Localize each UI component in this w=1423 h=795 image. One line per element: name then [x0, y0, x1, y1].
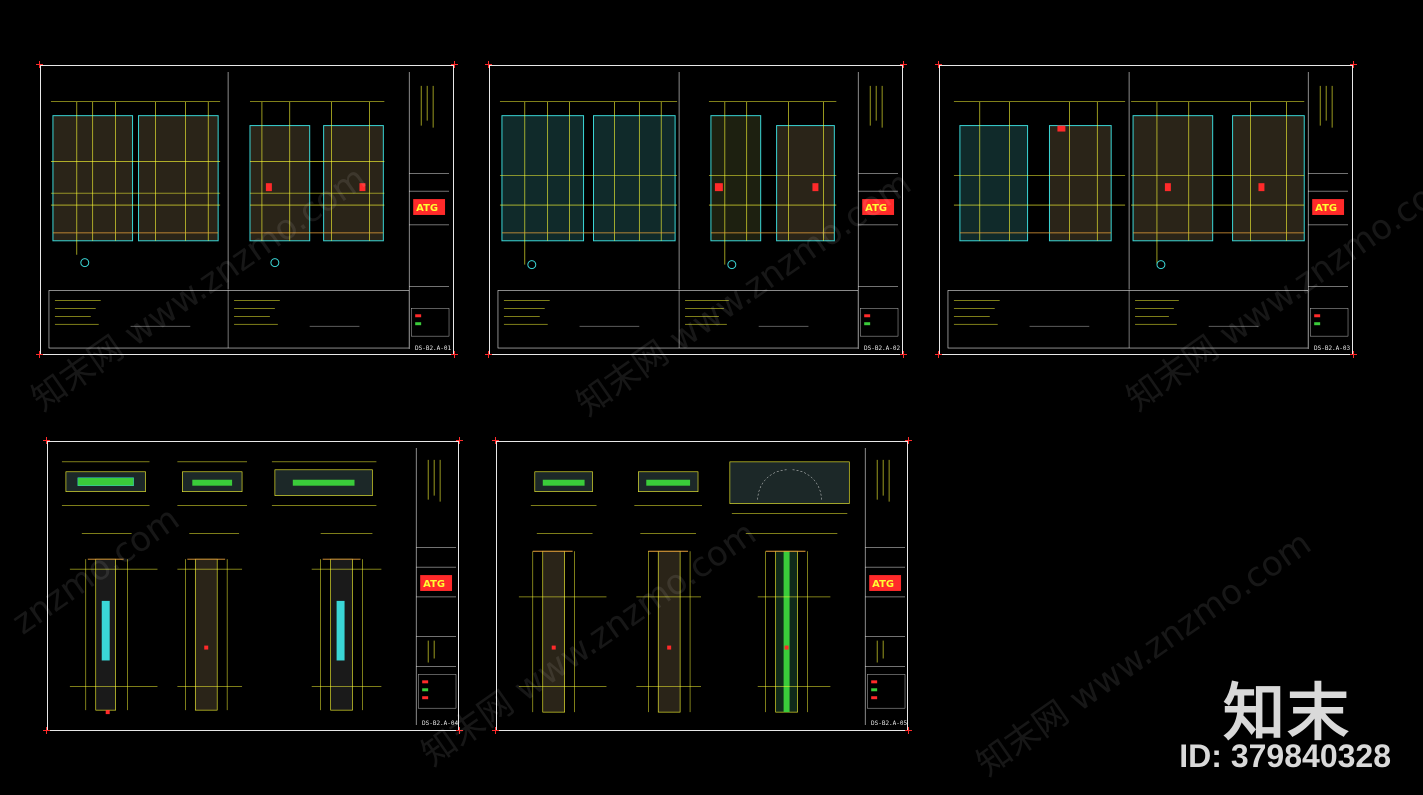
svg-text:ATG: ATG	[423, 579, 445, 590]
corner-marker	[451, 351, 458, 358]
sheet-drawing: ATG	[518, 447, 906, 726]
sheet-drawing: ATG	[61, 447, 457, 726]
corner-marker	[900, 351, 907, 358]
corner-marker	[935, 61, 942, 68]
corner-marker	[456, 727, 463, 734]
corner-marker	[935, 351, 942, 358]
svg-text:ATG: ATG	[872, 579, 894, 590]
corner-marker	[43, 727, 50, 734]
corner-marker	[1350, 351, 1357, 358]
corner-marker	[1350, 61, 1357, 68]
corner-marker	[905, 437, 912, 444]
sheet-drawing: ATG	[48, 71, 450, 350]
drawing-sheet[interactable]: ATG DS-B2.A-02	[489, 65, 903, 355]
drawing-sheet[interactable]: ATG DS-B2.A-01	[40, 65, 454, 355]
drawing-sheet[interactable]: ATG DS-B2.A-04	[47, 441, 459, 731]
sheet-number: DS-B2.A-01	[415, 345, 452, 352]
corner-marker	[485, 351, 492, 358]
corner-marker	[43, 437, 50, 444]
corner-marker	[492, 727, 499, 734]
image-id-label: ID: 379840328	[1179, 738, 1391, 774]
sheet-number: DS-B2.A-02	[864, 345, 901, 352]
corner-marker	[36, 61, 43, 68]
corner-marker	[451, 61, 458, 68]
sheet-number: DS-B2.A-05	[871, 720, 908, 727]
corner-marker	[456, 437, 463, 444]
corner-marker	[492, 437, 499, 444]
brand-logo: 知末	[1222, 676, 1351, 749]
sheet-drawing: ATG	[947, 71, 1349, 350]
sheet-drawing: ATG	[497, 71, 899, 350]
corner-marker	[36, 351, 43, 358]
drawing-sheet[interactable]: ATG DS-B2.A-03	[939, 65, 1353, 355]
corner-marker	[905, 727, 912, 734]
sheet-number: DS-B2.A-04	[422, 720, 459, 727]
svg-text:ATG: ATG	[416, 203, 438, 214]
sheet-number: DS-B2.A-03	[1314, 345, 1351, 352]
corner-marker	[485, 61, 492, 68]
svg-text:ATG: ATG	[865, 203, 887, 214]
svg-text:ATG: ATG	[1315, 203, 1337, 214]
drawing-sheet[interactable]: ATG DS-B2.A-05	[496, 441, 908, 731]
corner-marker	[900, 61, 907, 68]
